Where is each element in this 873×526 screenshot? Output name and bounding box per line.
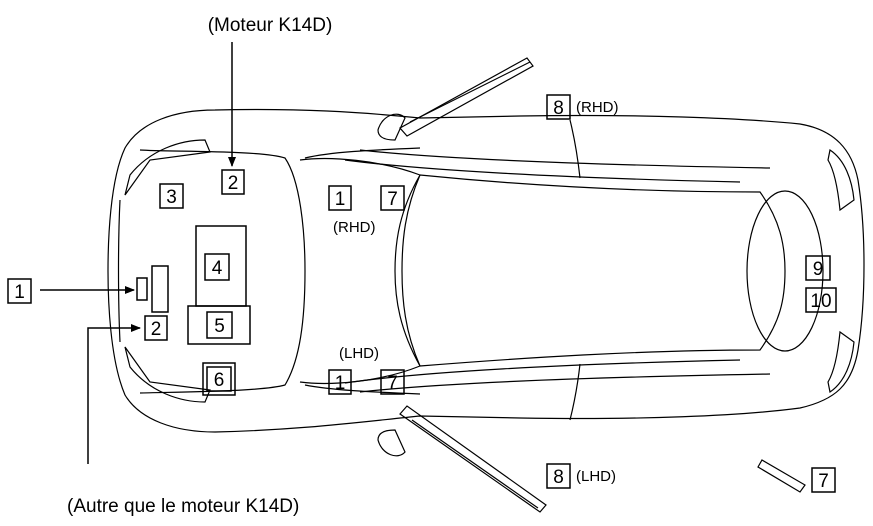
label-1-rhd: 1 [335, 189, 346, 210]
label-3: 3 [166, 187, 177, 208]
label-2-top: 2 [228, 173, 239, 194]
label-2-left: 2 [151, 319, 162, 340]
label-4: 4 [212, 258, 223, 279]
arrow-bottom [87, 324, 141, 464]
label-box-1-left [7, 278, 32, 304]
label-9: 9 [813, 259, 824, 280]
label-8-bottom: 8 [553, 467, 564, 488]
leader-arrows [40, 42, 236, 464]
engine-components [136, 225, 251, 345]
numbered-label-text: 1 2 2 3 4 5 6 1 7 1 7 8 8 9 10 7 [14, 98, 831, 492]
car-body-outline [107, 108, 865, 433]
label-box-1-lhd [328, 369, 352, 395]
open-doors [377, 57, 806, 513]
label-box-8-bottom [546, 463, 571, 489]
label-7-rear: 7 [818, 471, 829, 492]
label-5: 5 [214, 316, 225, 337]
label-box-7-rhd [380, 185, 405, 211]
label-box-3 [159, 183, 184, 209]
caption-top: (Moteur K14D) [208, 15, 333, 36]
label-10: 10 [810, 291, 831, 312]
component-5-box [187, 305, 251, 345]
component-tiny-box [136, 277, 148, 301]
label-box-6-inner [206, 366, 232, 392]
component-small-box [151, 265, 169, 313]
label-box-7-rear [811, 467, 836, 493]
caption-bottom: (Autre que le moteur K14D) [67, 496, 299, 517]
label-box-9 [805, 255, 831, 281]
tag-rhd-upper: (RHD) [576, 99, 619, 116]
numbered-labels [7, 94, 837, 493]
label-box-7-lhd [380, 369, 405, 395]
label-box-4 [204, 253, 230, 281]
label-box-2-top [221, 169, 245, 195]
label-box-10 [805, 287, 837, 313]
label-7-rhd: 7 [387, 189, 398, 210]
tag-lhd-dash: (LHD) [339, 345, 379, 362]
label-box-6-outer [202, 362, 236, 396]
label-1-lhd: 1 [335, 373, 346, 394]
label-box-1-rhd [328, 185, 352, 211]
label-box-5 [206, 311, 233, 339]
label-6: 6 [214, 370, 225, 391]
label-7-lhd: 7 [387, 373, 398, 394]
label-box-2-left [144, 315, 168, 341]
tag-lhd-lower: (LHD) [576, 468, 616, 485]
drive-side-tags: (RHD) (RHD) (LHD) (LHD) [333, 99, 619, 485]
label-8-top: 8 [553, 98, 564, 119]
tag-rhd-dash: (RHD) [333, 219, 376, 236]
label-1-left: 1 [14, 282, 25, 303]
label-box-8-top [546, 94, 571, 120]
